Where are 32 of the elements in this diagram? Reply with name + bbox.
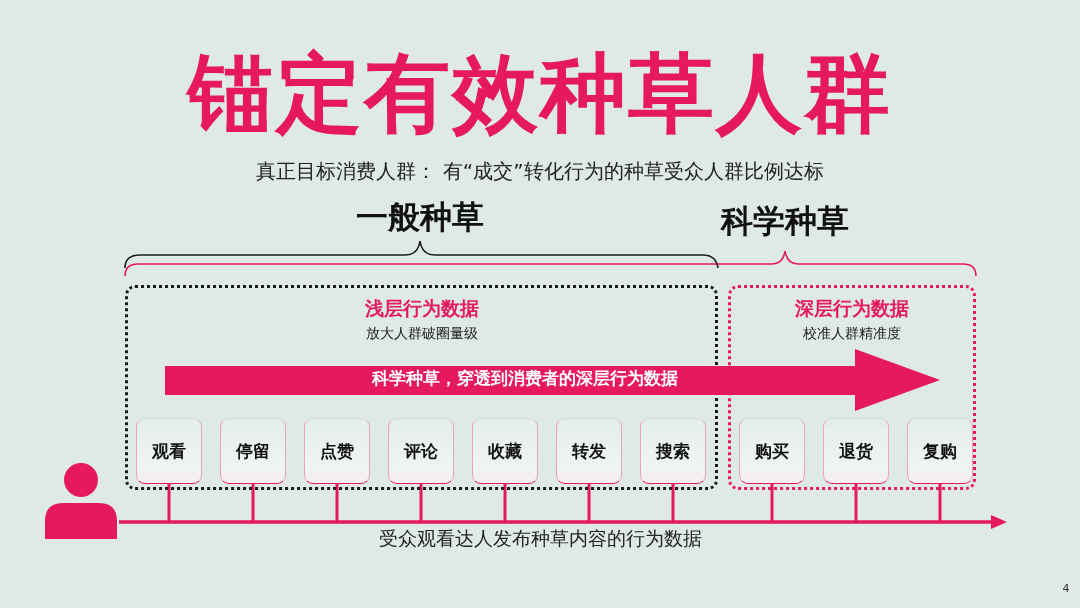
person-icon xyxy=(45,463,117,539)
behavior-card: 退货 xyxy=(823,418,889,484)
behavior-card: 观看 xyxy=(136,418,202,484)
branch-line xyxy=(671,484,675,521)
branch-line xyxy=(335,484,339,521)
group-subheading: 校准人群精准度 xyxy=(803,325,901,342)
group-heading: 浅层行为数据 xyxy=(364,297,479,320)
group-subheading: 放大人群破圈量级 xyxy=(365,325,478,342)
behavior-card: 评论 xyxy=(388,418,454,484)
behavior-card: 购买 xyxy=(739,418,805,484)
page-number: 4 xyxy=(1062,582,1070,596)
branch-line xyxy=(854,484,858,521)
section-heading: 一般种草 xyxy=(356,198,484,237)
behavior-card: 转发 xyxy=(556,418,622,484)
subtitle: 真正目标消费人群： 有“成交”转化行为的种草受众人群比例达标 xyxy=(256,159,824,183)
block-arrow xyxy=(165,349,940,411)
branch-line xyxy=(419,484,423,521)
behavior-card: 收藏 xyxy=(472,418,538,484)
branch-line xyxy=(251,484,255,521)
branch-line xyxy=(503,484,507,521)
timeline-arrow xyxy=(119,515,1007,529)
behavior-card: 复购 xyxy=(907,418,973,484)
branch-line xyxy=(587,484,591,521)
branch-line xyxy=(167,484,171,521)
group-heading: 深层行为数据 xyxy=(795,297,909,320)
section-heading: 科学种草 xyxy=(721,202,849,241)
branch-line xyxy=(770,484,774,521)
behavior-card: 停留 xyxy=(220,418,286,484)
branch-line xyxy=(938,484,942,521)
arrow-text: 科学种草，穿透到消费者的深层行为数据 xyxy=(372,368,678,389)
behavior-card: 搜索 xyxy=(640,418,706,484)
behavior-card: 点赞 xyxy=(304,418,370,484)
